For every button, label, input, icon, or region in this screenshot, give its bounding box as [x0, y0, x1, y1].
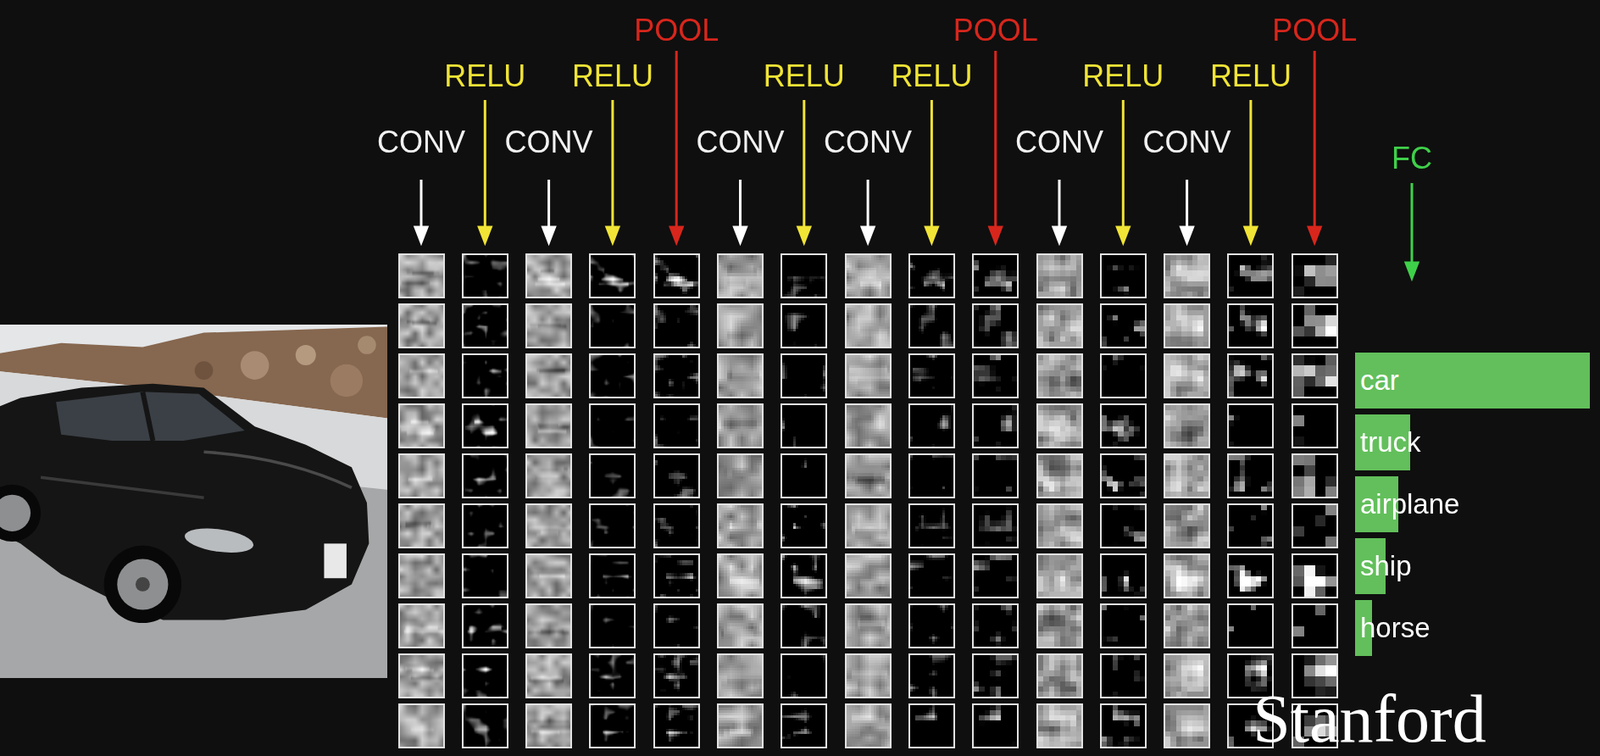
conv-label: CONV [377, 127, 466, 158]
relu-label: RELU [572, 61, 654, 92]
class-name: horse [1355, 600, 1436, 656]
watermark: Stanford [1252, 684, 1487, 753]
conv-label: CONV [505, 127, 594, 158]
class-score: ship [1355, 538, 1421, 595]
pool-label: POOL [1272, 15, 1357, 46]
relu-label: RELU [1082, 61, 1164, 92]
car-photo [0, 324, 388, 678]
class-name: car [1355, 352, 1405, 409]
conv-label: CONV [1143, 127, 1232, 158]
class-score: car [1355, 352, 1590, 409]
class-score: truck [1355, 414, 1430, 471]
class-name: airplane [1355, 476, 1465, 533]
conv-label: CONV [695, 127, 784, 158]
relu-label: RELU [763, 61, 845, 92]
conv-label: CONV [1015, 127, 1104, 158]
relu-label: RELU [1210, 61, 1292, 92]
conv-label: CONV [823, 127, 912, 158]
relu-label: RELU [444, 61, 526, 92]
fc-label: FC [1391, 143, 1433, 174]
pool-label: POOL [633, 15, 719, 46]
relu-label: RELU [890, 61, 973, 92]
class-name: ship [1355, 538, 1417, 595]
class-name: truck [1355, 414, 1427, 471]
class-score: airplane [1355, 476, 1468, 533]
pool-label: POOL [953, 15, 1039, 46]
class-score: horse [1355, 600, 1439, 656]
